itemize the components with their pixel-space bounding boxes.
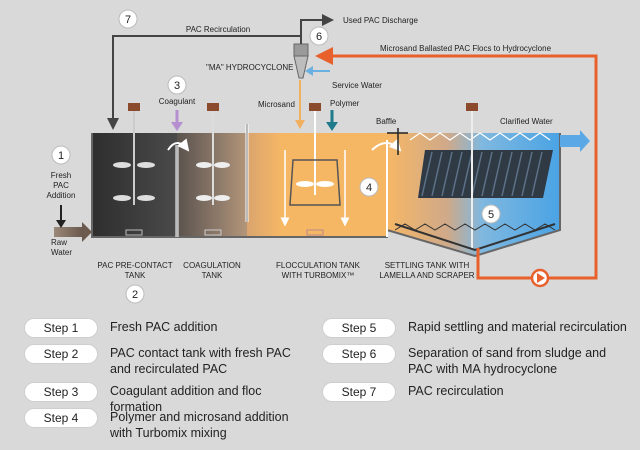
step-description: PAC recirculation [408, 384, 504, 398]
label-pac-recirculation: PAC Recirculation [186, 25, 250, 34]
label-pac: PAC [53, 181, 69, 190]
fresh-pac-arrow [56, 205, 66, 228]
pac-mixer [113, 103, 155, 236]
label-pac-tank-1: PAC PRE-CONTACT [97, 261, 172, 270]
label-settle-tank-2: LAMELLA AND SCRAPER [379, 271, 474, 280]
clarified-water-arrow [560, 130, 590, 152]
polymer-arrow [326, 110, 338, 131]
label-used-pac-discharge: Used PAC Discharge [343, 16, 419, 25]
label-raw: Raw [51, 238, 67, 247]
step-tag: Step 1 [24, 318, 98, 338]
marker-3: 3 [167, 75, 187, 95]
label-clarified-water: Clarified Water [500, 117, 553, 126]
step-description: Separation of sand from sludge and PAC w… [408, 346, 607, 376]
label-microsand-flocs: Microsand Ballasted PAC Flocs to Hydrocy… [380, 44, 552, 53]
label-settle-tank-1: SETTLING TANK WITH [385, 261, 470, 270]
label-floc-tank-1: FLOCCULATION TANK [276, 261, 361, 270]
label-pac-tank-2: TANK [125, 271, 146, 280]
step-description: PAC contact tank with fresh PAC and reci… [110, 346, 291, 376]
label-floc-tank-2: WITH TURBOMIX™ [282, 271, 355, 280]
svg-text:6: 6 [316, 31, 322, 43]
step-description: Rapid settling and material recirculatio… [408, 320, 627, 334]
raw-water-inlet-arrow [54, 222, 92, 242]
step-tag: Step 7 [322, 382, 396, 402]
step-description: Coagulant addition and floc formation [110, 384, 262, 414]
marker-7: 7 [118, 9, 138, 29]
label-coag-tank-1: COAGULATION [183, 261, 241, 270]
step-item: Step 5 Rapid settling and material recir… [322, 318, 632, 338]
label-ma-hydrocyclone: "MA" HYDROCYCLONE [206, 63, 293, 72]
step-tag: Step 4 [24, 408, 98, 428]
step-item: Step 4 Polymer and microsand addition wi… [24, 408, 314, 441]
svg-text:3: 3 [174, 80, 180, 92]
svg-text:4: 4 [366, 182, 372, 194]
step-legend: Step 1 Fresh PAC addition Step 2 PAC con… [0, 312, 640, 450]
label-water: Water [51, 248, 72, 257]
marker-1: 1 [51, 145, 71, 165]
coagulation-mixer [196, 103, 230, 236]
step-tag: Step 5 [322, 318, 396, 338]
used-pac-discharge-line [300, 14, 334, 28]
label-service-water: Service Water [332, 81, 382, 90]
step-tag: Step 6 [322, 344, 396, 364]
baffle [387, 128, 408, 155]
label-microsand: Microsand [258, 100, 295, 109]
transfer-arrow [167, 138, 190, 152]
recirculation-pump-icon [530, 268, 550, 288]
turbomix [280, 103, 350, 236]
label-baffle: Baffle [376, 117, 397, 126]
label-addition: Addition [47, 191, 76, 200]
step-item: Step 7 PAC recirculation [322, 382, 632, 402]
svg-text:2: 2 [132, 289, 138, 301]
marker-6: 6 [309, 26, 329, 46]
label-fresh: Fresh [51, 171, 71, 180]
ma-hydrocyclone [293, 28, 309, 79]
microsand-arrow [295, 80, 305, 129]
lamella-pack [409, 132, 553, 198]
service-water-arrow [305, 66, 330, 76]
marker-5: 5 [481, 204, 501, 224]
step-tag: Step 2 [24, 344, 98, 364]
step-item: Step 3 Coagulant addition and floc forma… [24, 382, 314, 415]
coagulant-arrow [171, 110, 183, 131]
svg-text:5: 5 [488, 209, 494, 221]
step-description: Polymer and microsand addition with Turb… [110, 410, 289, 440]
pac-recirculation-line [107, 35, 301, 130]
step-description: Fresh PAC addition [110, 320, 218, 334]
microsand-recirculation-line [315, 47, 598, 280]
marker-2: 2 [125, 284, 145, 304]
step-item: Step 6 Separation of sand from sludge an… [322, 344, 632, 377]
step-item: Step 1 Fresh PAC addition [24, 318, 314, 338]
step-tag: Step 3 [24, 382, 98, 402]
svg-text:7: 7 [125, 14, 131, 26]
marker-4: 4 [359, 177, 379, 197]
label-polymer: Polymer [330, 99, 360, 108]
svg-text:1: 1 [58, 150, 64, 162]
label-coag-tank-2: TANK [202, 271, 223, 280]
label-coagulant: Coagulant [159, 97, 196, 106]
scraper [394, 103, 556, 252]
step-item: Step 2 PAC contact tank with fresh PAC a… [24, 344, 314, 377]
process-diagram: 1 2 3 4 5 6 7 PAC Recirculation Used PAC… [47, 9, 598, 304]
